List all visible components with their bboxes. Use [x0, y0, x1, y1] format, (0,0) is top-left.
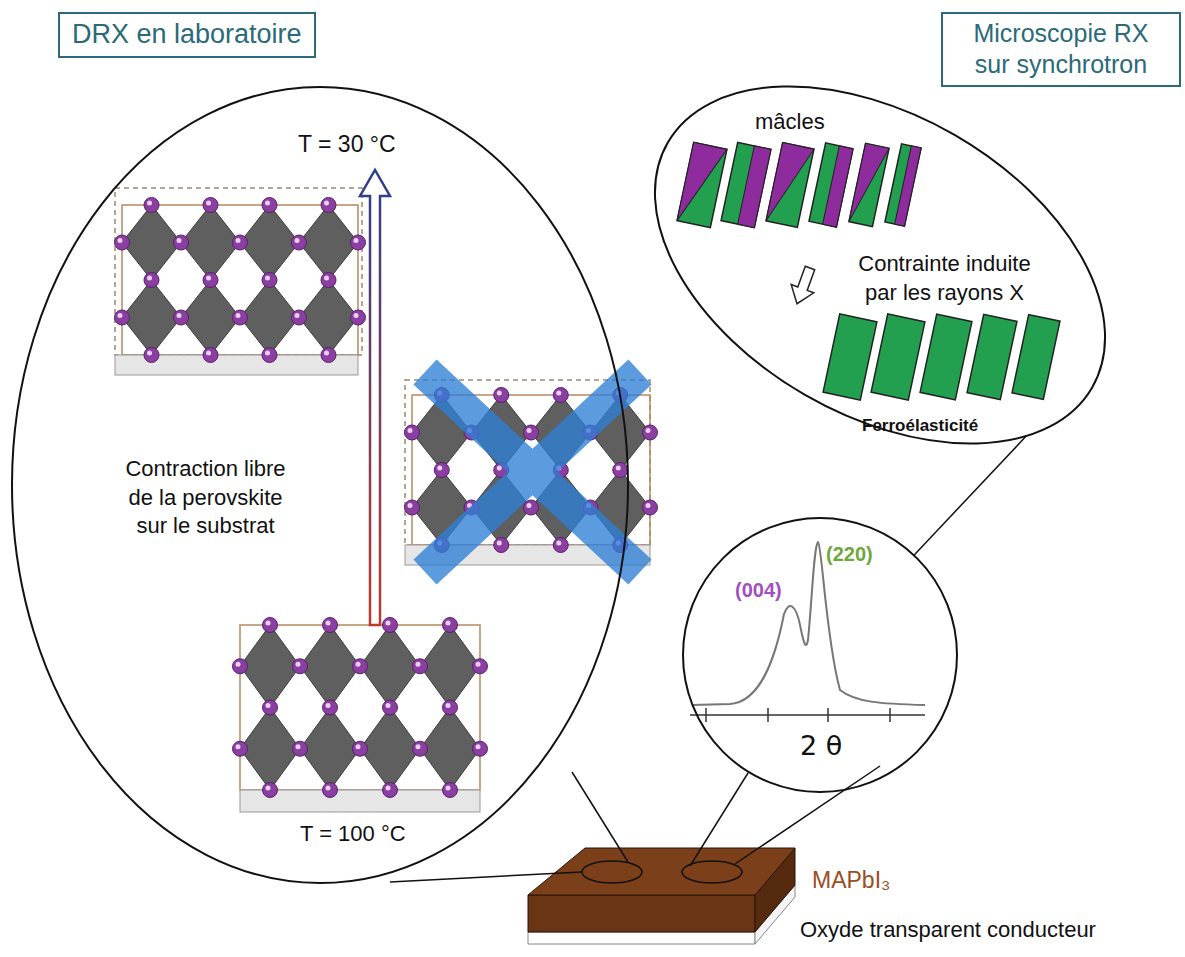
heading-text: Microscopie RX sur synchrotron: [955, 18, 1167, 81]
twin-crystal: [721, 142, 771, 227]
axis-ticks: [706, 708, 890, 722]
cross-mark: [425, 372, 640, 572]
twin-crystal: [823, 314, 877, 400]
region-text: mâcles: [755, 108, 825, 137]
twin-crystal: [885, 144, 921, 226]
ellipse-region: T = 30 °C Contraction libre de la perovsk…: [10, 85, 630, 885]
twin-crystal: [1012, 315, 1060, 400]
twin-crystal: [677, 142, 727, 227]
title-box: Microscopie RX sur synchrotron: [941, 12, 1181, 87]
region-text: Ferroélasticité: [862, 415, 978, 437]
cell: [122, 205, 358, 355]
region-text: T = 100 °C: [300, 820, 406, 849]
twin-crystal: [849, 143, 889, 226]
twin-crystal: [871, 314, 925, 400]
sample-block: [528, 848, 795, 944]
heading-text: DRX en laboratoire: [72, 18, 302, 52]
connector-line: [914, 436, 1026, 555]
ellipse-region: (004) (220) 2 θ: [682, 517, 958, 793]
process-arrow: [786, 264, 822, 308]
temperature-arrow: [360, 170, 390, 625]
twin-crystal: [967, 314, 1017, 399]
material-label: MAPbI₃: [812, 866, 890, 896]
material-label: Oxyde transparent conducteur: [800, 916, 1096, 945]
region-text: (220): [826, 541, 873, 567]
title-box: DRX en laboratoire: [58, 12, 316, 58]
ellipse-outline: [10, 85, 630, 885]
perovskite-lattice: [115, 198, 366, 363]
region-text: Contrainte induite par les rayons X: [842, 250, 1047, 307]
cell: [240, 625, 480, 790]
twin-crystal: [809, 143, 853, 227]
twin-crystal: [920, 314, 972, 400]
diffraction-curve: [692, 542, 925, 705]
region-text: T = 30 °C: [298, 130, 396, 160]
leader-line: [390, 766, 880, 882]
relaxed-cell: [115, 188, 362, 355]
perovskite-lattice: [233, 618, 488, 798]
region-text: Contraction libre de la perovskite sur l…: [113, 455, 298, 541]
region-text: 2 θ: [800, 728, 842, 763]
twin-crystal: [766, 143, 814, 228]
ellipse-region: mâclesContrainte induite par les rayons …: [650, 85, 1110, 445]
region-text: (004): [735, 577, 782, 603]
